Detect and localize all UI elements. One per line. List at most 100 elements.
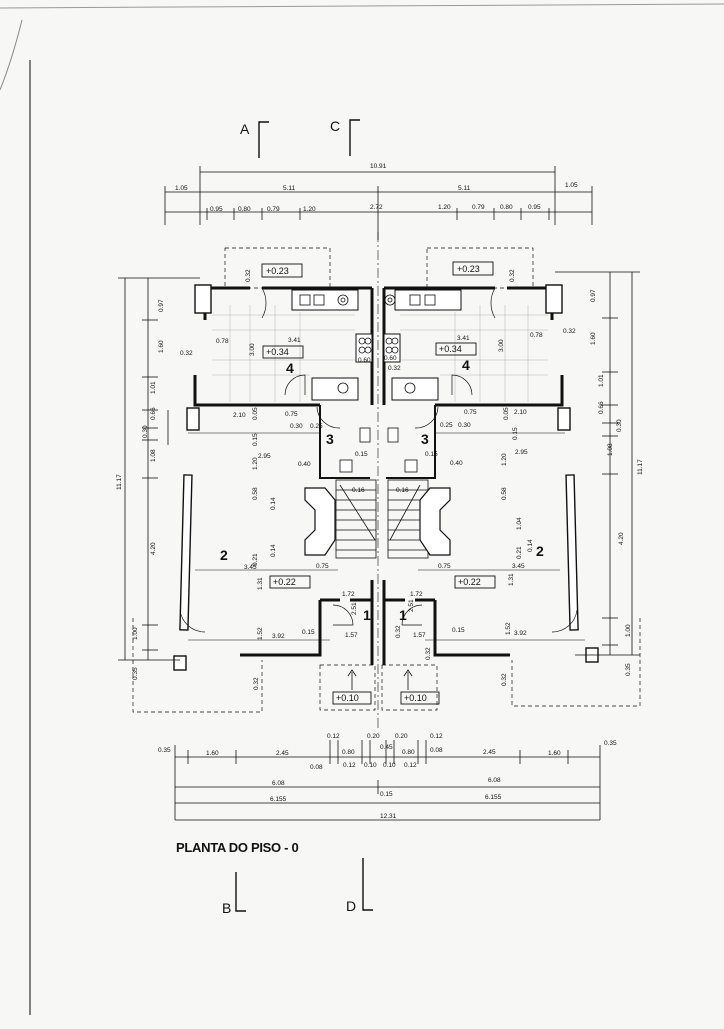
dim-right-210: 2.10 <box>514 409 527 416</box>
dim-left-078: 0.78 <box>216 338 229 345</box>
dim-right-2: 1.01 <box>598 374 605 387</box>
dim-right-060: 0.60 <box>384 355 397 362</box>
dim-right-6: 4.20 <box>618 532 625 545</box>
level-kitchen-left: +0.34 <box>266 347 289 357</box>
dim-left-030: 0.30 <box>290 423 303 430</box>
dim-bottom-7: 1.60 <box>548 750 561 757</box>
dim-left-251: 2.51 <box>351 602 358 615</box>
dim-left-014: 0.14 <box>270 497 277 510</box>
dim-left-040: 0.40 <box>298 461 311 468</box>
dim-left-0: 0.97 <box>158 299 165 312</box>
garden-box-right <box>512 618 640 706</box>
dim-left-015a: 0.15 <box>252 433 259 446</box>
dim-left-wall-032: 0.32 <box>245 269 252 282</box>
dim-right-bottom-032: 0.32 <box>501 673 508 686</box>
room-number-1-right: 1 <box>399 607 407 623</box>
dim-left-1: 1.60 <box>158 340 165 353</box>
dim-right-392: 3.92 <box>514 630 527 637</box>
dim-left-392: 3.92 <box>272 633 285 640</box>
dim-left-5: 1.08 <box>150 449 157 462</box>
dim-right-120: 1.20 <box>501 453 508 466</box>
dim-left-overall: 11.17 <box>116 474 123 490</box>
dim-top-r3-5: 1.20 <box>438 204 451 211</box>
dim-bottom-small-bottom-2: 0.10 <box>364 762 377 769</box>
dim-right-078: 0.78 <box>530 332 543 339</box>
dim-right-014: 0.14 <box>527 539 534 552</box>
dim-right-058: 0.58 <box>501 487 508 500</box>
dim-left-025: 0.25 <box>310 423 323 430</box>
dim-bottom-1: 1.60 <box>206 750 219 757</box>
dim-top-r3-1: 0.80 <box>238 206 251 213</box>
level-living-right: +0.22 <box>458 577 481 587</box>
room-number-4-right: 4 <box>462 357 470 373</box>
dim-right-152: 1.52 <box>505 622 512 635</box>
terrace-box-right <box>427 248 533 288</box>
dim-bottom-small-bottom-0: 0.08 <box>310 764 323 771</box>
dim-left-015b: 0.15 <box>355 451 368 458</box>
dim-right-251: 2.51 <box>408 599 415 612</box>
entry-arrows <box>348 670 412 690</box>
dim-bottom-overall: 12.31 <box>380 813 397 820</box>
dim-right-040: 0.40 <box>450 460 463 467</box>
drawing-title: PLANTA DO PISO - 0 <box>176 840 299 855</box>
entry-porch-left <box>320 665 375 710</box>
dim-bottom-small-bottom-1: 0.12 <box>343 762 356 769</box>
wc-fixtures <box>340 428 417 472</box>
dim-left-295: 2.95 <box>258 453 271 460</box>
entry-walls <box>240 580 510 665</box>
kitchen-tile-grid <box>212 305 548 402</box>
dim-left-2: 1.01 <box>150 381 157 394</box>
level-terrace-right: +0.23 <box>457 264 480 274</box>
dim-right-075: 0.75 <box>464 409 477 416</box>
dim-bottom-row2-mid: 0.15 <box>380 791 393 798</box>
dim-left-6: 4.20 <box>150 542 157 555</box>
dim-right-104: 1.04 <box>516 517 523 530</box>
dim-left-157: 1.57 <box>345 632 358 639</box>
dim-bottom-5: 0.80 <box>402 749 415 756</box>
dim-left-131: 1.31 <box>257 577 264 590</box>
dim-top-r2-1: 5.11 <box>283 185 296 192</box>
dim-top-r2-0: 1.05 <box>175 185 188 192</box>
dim-top-r3-7: 0.80 <box>500 204 513 211</box>
dim-bottom-small-top-0: 0.12 <box>327 733 340 740</box>
dim-bottom-small-bottom-4: 0.12 <box>404 762 417 769</box>
dim-right-door-032: 0.32 <box>395 625 402 638</box>
dim-right-341: 3.41 <box>457 335 470 342</box>
dim-left-014b: 0.14 <box>270 544 277 557</box>
dim-left-side-032: 0.32 <box>180 350 193 357</box>
dim-right-7: 1.00 <box>625 624 632 637</box>
bottom-dimension-lines <box>175 740 600 820</box>
section-letter-a: A <box>240 121 250 137</box>
dim-left-3: 0.66 <box>150 407 157 420</box>
dim-top-r3-2: 0.79 <box>267 206 280 213</box>
section-mark-d: D <box>346 858 373 914</box>
dim-right-overall: 11.17 <box>637 459 644 475</box>
dim-bottom-0: 0.35 <box>158 747 171 754</box>
dim-right-172: 1.72 <box>410 591 423 598</box>
dim-top-r3-6: 0.79 <box>472 204 485 211</box>
staircase <box>336 480 428 558</box>
garden-box-left <box>133 618 262 712</box>
dim-right-015c: 0.15 <box>452 627 465 634</box>
dim-right-016: 0.16 <box>396 487 409 494</box>
dim-right-032b: 0.32 <box>388 365 401 372</box>
dim-left-016: 0.16 <box>352 487 365 494</box>
dim-right-021: 0.21 <box>516 546 523 559</box>
dim-right-4: 0.30 <box>616 419 623 432</box>
dim-right-345: 3.45 <box>512 563 525 570</box>
wc-walls <box>320 405 435 478</box>
dim-right-300: 3.00 <box>498 339 505 352</box>
dim-top-r3-4: 2.72 <box>370 204 383 211</box>
page-curl-mark <box>0 20 22 90</box>
dim-left-060: 0.60 <box>358 357 371 364</box>
dim-right-005: 0.05 <box>503 407 510 420</box>
dim-right-3: 0.66 <box>598 401 605 414</box>
dim-right-157: 1.57 <box>413 632 426 639</box>
level-entry-right: +0.10 <box>404 693 427 703</box>
dim-left-7: 1.00 <box>132 627 139 640</box>
room-number-3-right: 3 <box>421 431 429 447</box>
dim-bottom-small-top-2: 0.20 <box>395 733 408 740</box>
dim-right-015b: 0.15 <box>425 451 438 458</box>
